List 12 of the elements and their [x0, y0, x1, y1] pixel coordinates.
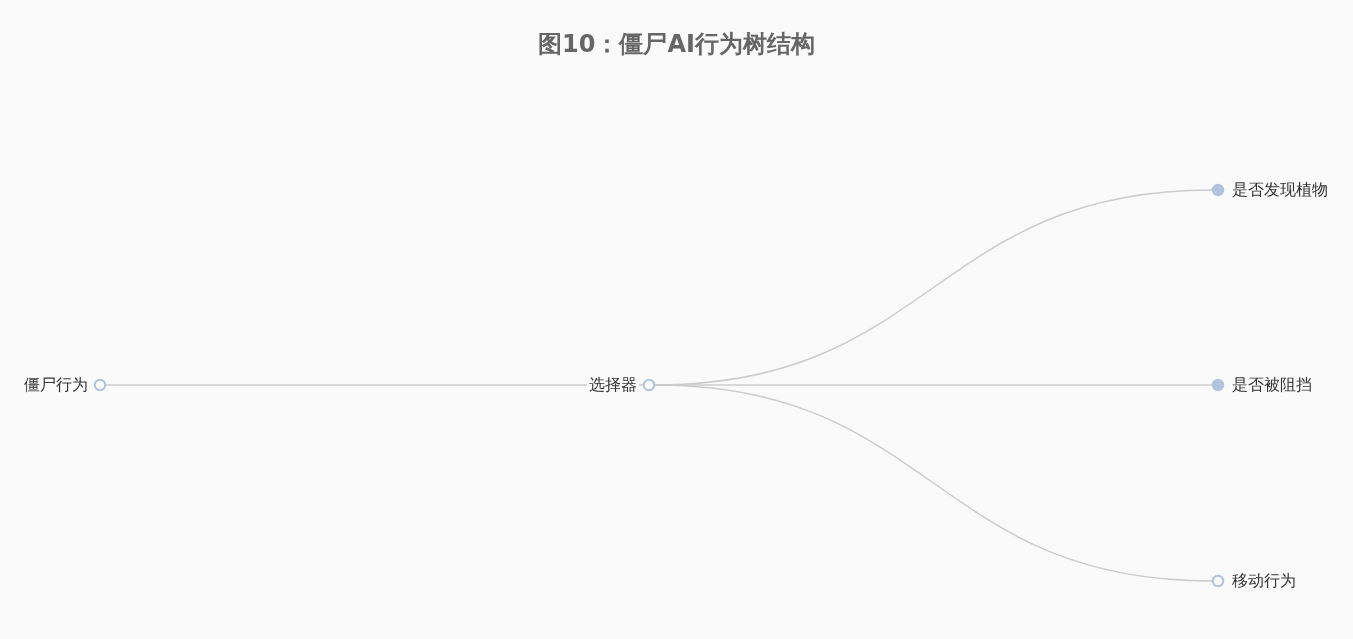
- node-label: 移动行为: [1230, 571, 1298, 591]
- node-dot: [1211, 378, 1225, 392]
- hollow-node-circle: [642, 378, 656, 392]
- hollow-node-circle: [1211, 574, 1225, 588]
- node-label: 僵尸行为: [22, 375, 90, 395]
- connector-line: [105, 384, 644, 386]
- node-label: 是否被阻挡: [1230, 375, 1314, 395]
- hollow-node-circle: [93, 378, 107, 392]
- node-label: 选择器: [587, 375, 639, 395]
- node-label: 是否发现植物: [1230, 180, 1330, 200]
- node-dot: [1211, 183, 1225, 197]
- chart-title: 图10：僵尸AI行为树结构: [538, 30, 815, 58]
